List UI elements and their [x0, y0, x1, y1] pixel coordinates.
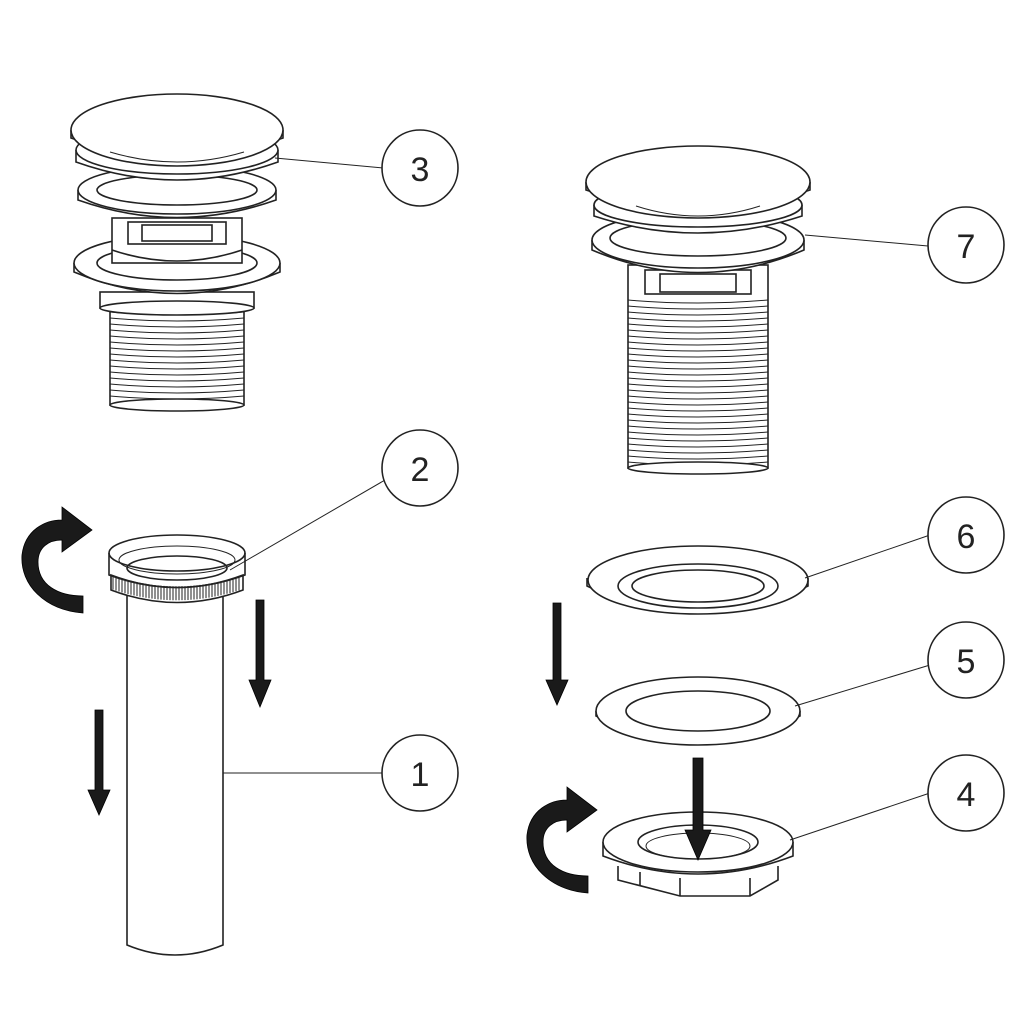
- callout-1: 1: [381, 734, 459, 812]
- rotate-arrow-nut: [526, 786, 598, 894]
- rotate-arrow-ring: [21, 506, 93, 614]
- down-arrow-nut: [684, 757, 712, 862]
- callout-3: 3: [381, 129, 459, 207]
- leader-line-5: [794, 664, 931, 707]
- pop-up-drain-without-overflow: [585, 145, 811, 475]
- down-arrow-right-pipe: [248, 599, 272, 709]
- callout-2-label: 2: [411, 451, 430, 489]
- knurled-ring: [108, 534, 246, 604]
- callout-7-label: 7: [957, 228, 976, 266]
- callout-6: 6: [927, 496, 1005, 574]
- down-arrow-washers: [545, 602, 569, 706]
- leader-line-6: [804, 534, 931, 579]
- callout-4: 4: [927, 754, 1005, 832]
- drain-7-thread: [627, 264, 769, 475]
- callout-5: 5: [927, 621, 1005, 699]
- leader-line-7: [804, 234, 929, 247]
- callout-2: 2: [381, 429, 459, 507]
- flat-washer: [595, 676, 801, 746]
- callout-7: 7: [927, 206, 1005, 284]
- tail-pipe: [126, 590, 224, 956]
- leader-line-3: [274, 157, 384, 169]
- pop-up-drain-with-overflow: [70, 93, 284, 412]
- drain-3-thread: [109, 304, 245, 412]
- callout-3-label: 3: [411, 151, 430, 189]
- callout-5-label: 5: [957, 643, 976, 681]
- callout-6-label: 6: [957, 518, 976, 556]
- flange-washer: [586, 545, 809, 615]
- callout-4-label: 4: [957, 776, 976, 814]
- callout-1-label: 1: [411, 756, 430, 794]
- down-arrow-left-pipe: [87, 709, 111, 816]
- leader-line-2: [229, 479, 386, 571]
- leader-line-4: [789, 792, 931, 841]
